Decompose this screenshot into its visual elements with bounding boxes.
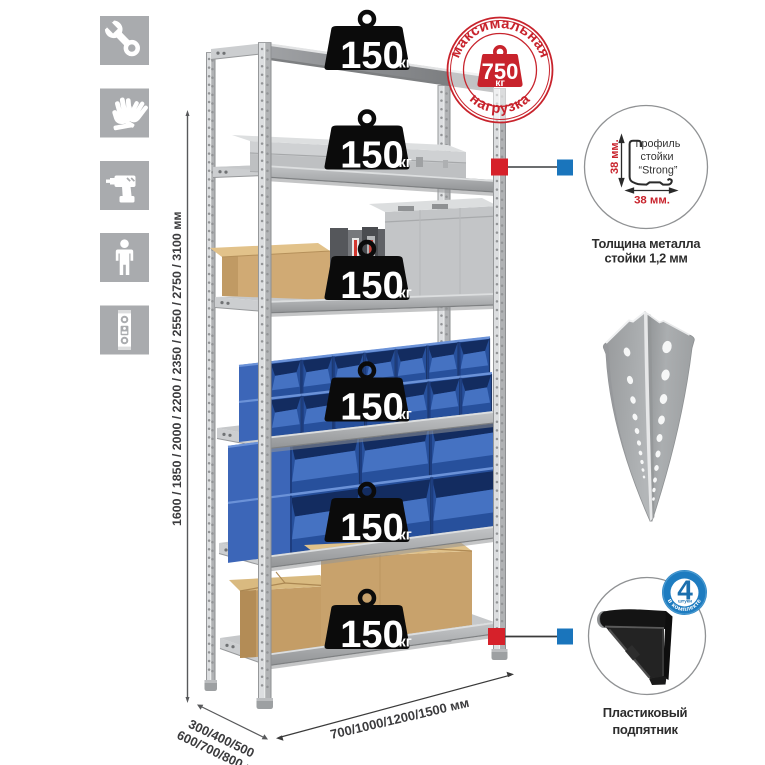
svg-text:150: 150 xyxy=(340,35,403,77)
svg-text:38 мм.: 38 мм. xyxy=(609,139,621,174)
svg-text:150: 150 xyxy=(340,135,403,177)
svg-text:Толщина металла: Толщина металла xyxy=(592,236,702,251)
svg-text:кг: кг xyxy=(399,155,412,171)
svg-text:150: 150 xyxy=(340,614,403,656)
svg-text:150: 150 xyxy=(340,507,403,549)
svg-text:кг: кг xyxy=(495,77,505,89)
svg-text:подпятник: подпятник xyxy=(612,722,678,737)
svg-text:150: 150 xyxy=(340,387,403,429)
svg-text:150: 150 xyxy=(340,265,403,307)
svg-text:кг: кг xyxy=(399,635,412,651)
svg-text:“Strong”: “Strong” xyxy=(638,165,677,177)
svg-text:стойки: стойки xyxy=(640,151,673,163)
svg-text:стойки 1,2 мм: стойки 1,2 мм xyxy=(604,251,687,266)
svg-text:38 мм.: 38 мм. xyxy=(634,195,670,207)
svg-text:Пластиковый: Пластиковый xyxy=(603,705,688,720)
svg-text:кг: кг xyxy=(399,56,412,72)
svg-text:штуки: штуки xyxy=(678,599,692,604)
svg-text:750: 750 xyxy=(482,59,519,84)
svg-text:кг: кг xyxy=(399,528,412,544)
svg-text:4: 4 xyxy=(677,575,693,606)
svg-text:профиль: профиль xyxy=(636,138,681,150)
svg-text:1600 / 1850 / 2000 / 2200 / 23: 1600 / 1850 / 2000 / 2200 / 2350 / 2550 … xyxy=(170,211,184,526)
svg-text:кг: кг xyxy=(399,286,412,302)
svg-text:кг: кг xyxy=(399,407,412,423)
